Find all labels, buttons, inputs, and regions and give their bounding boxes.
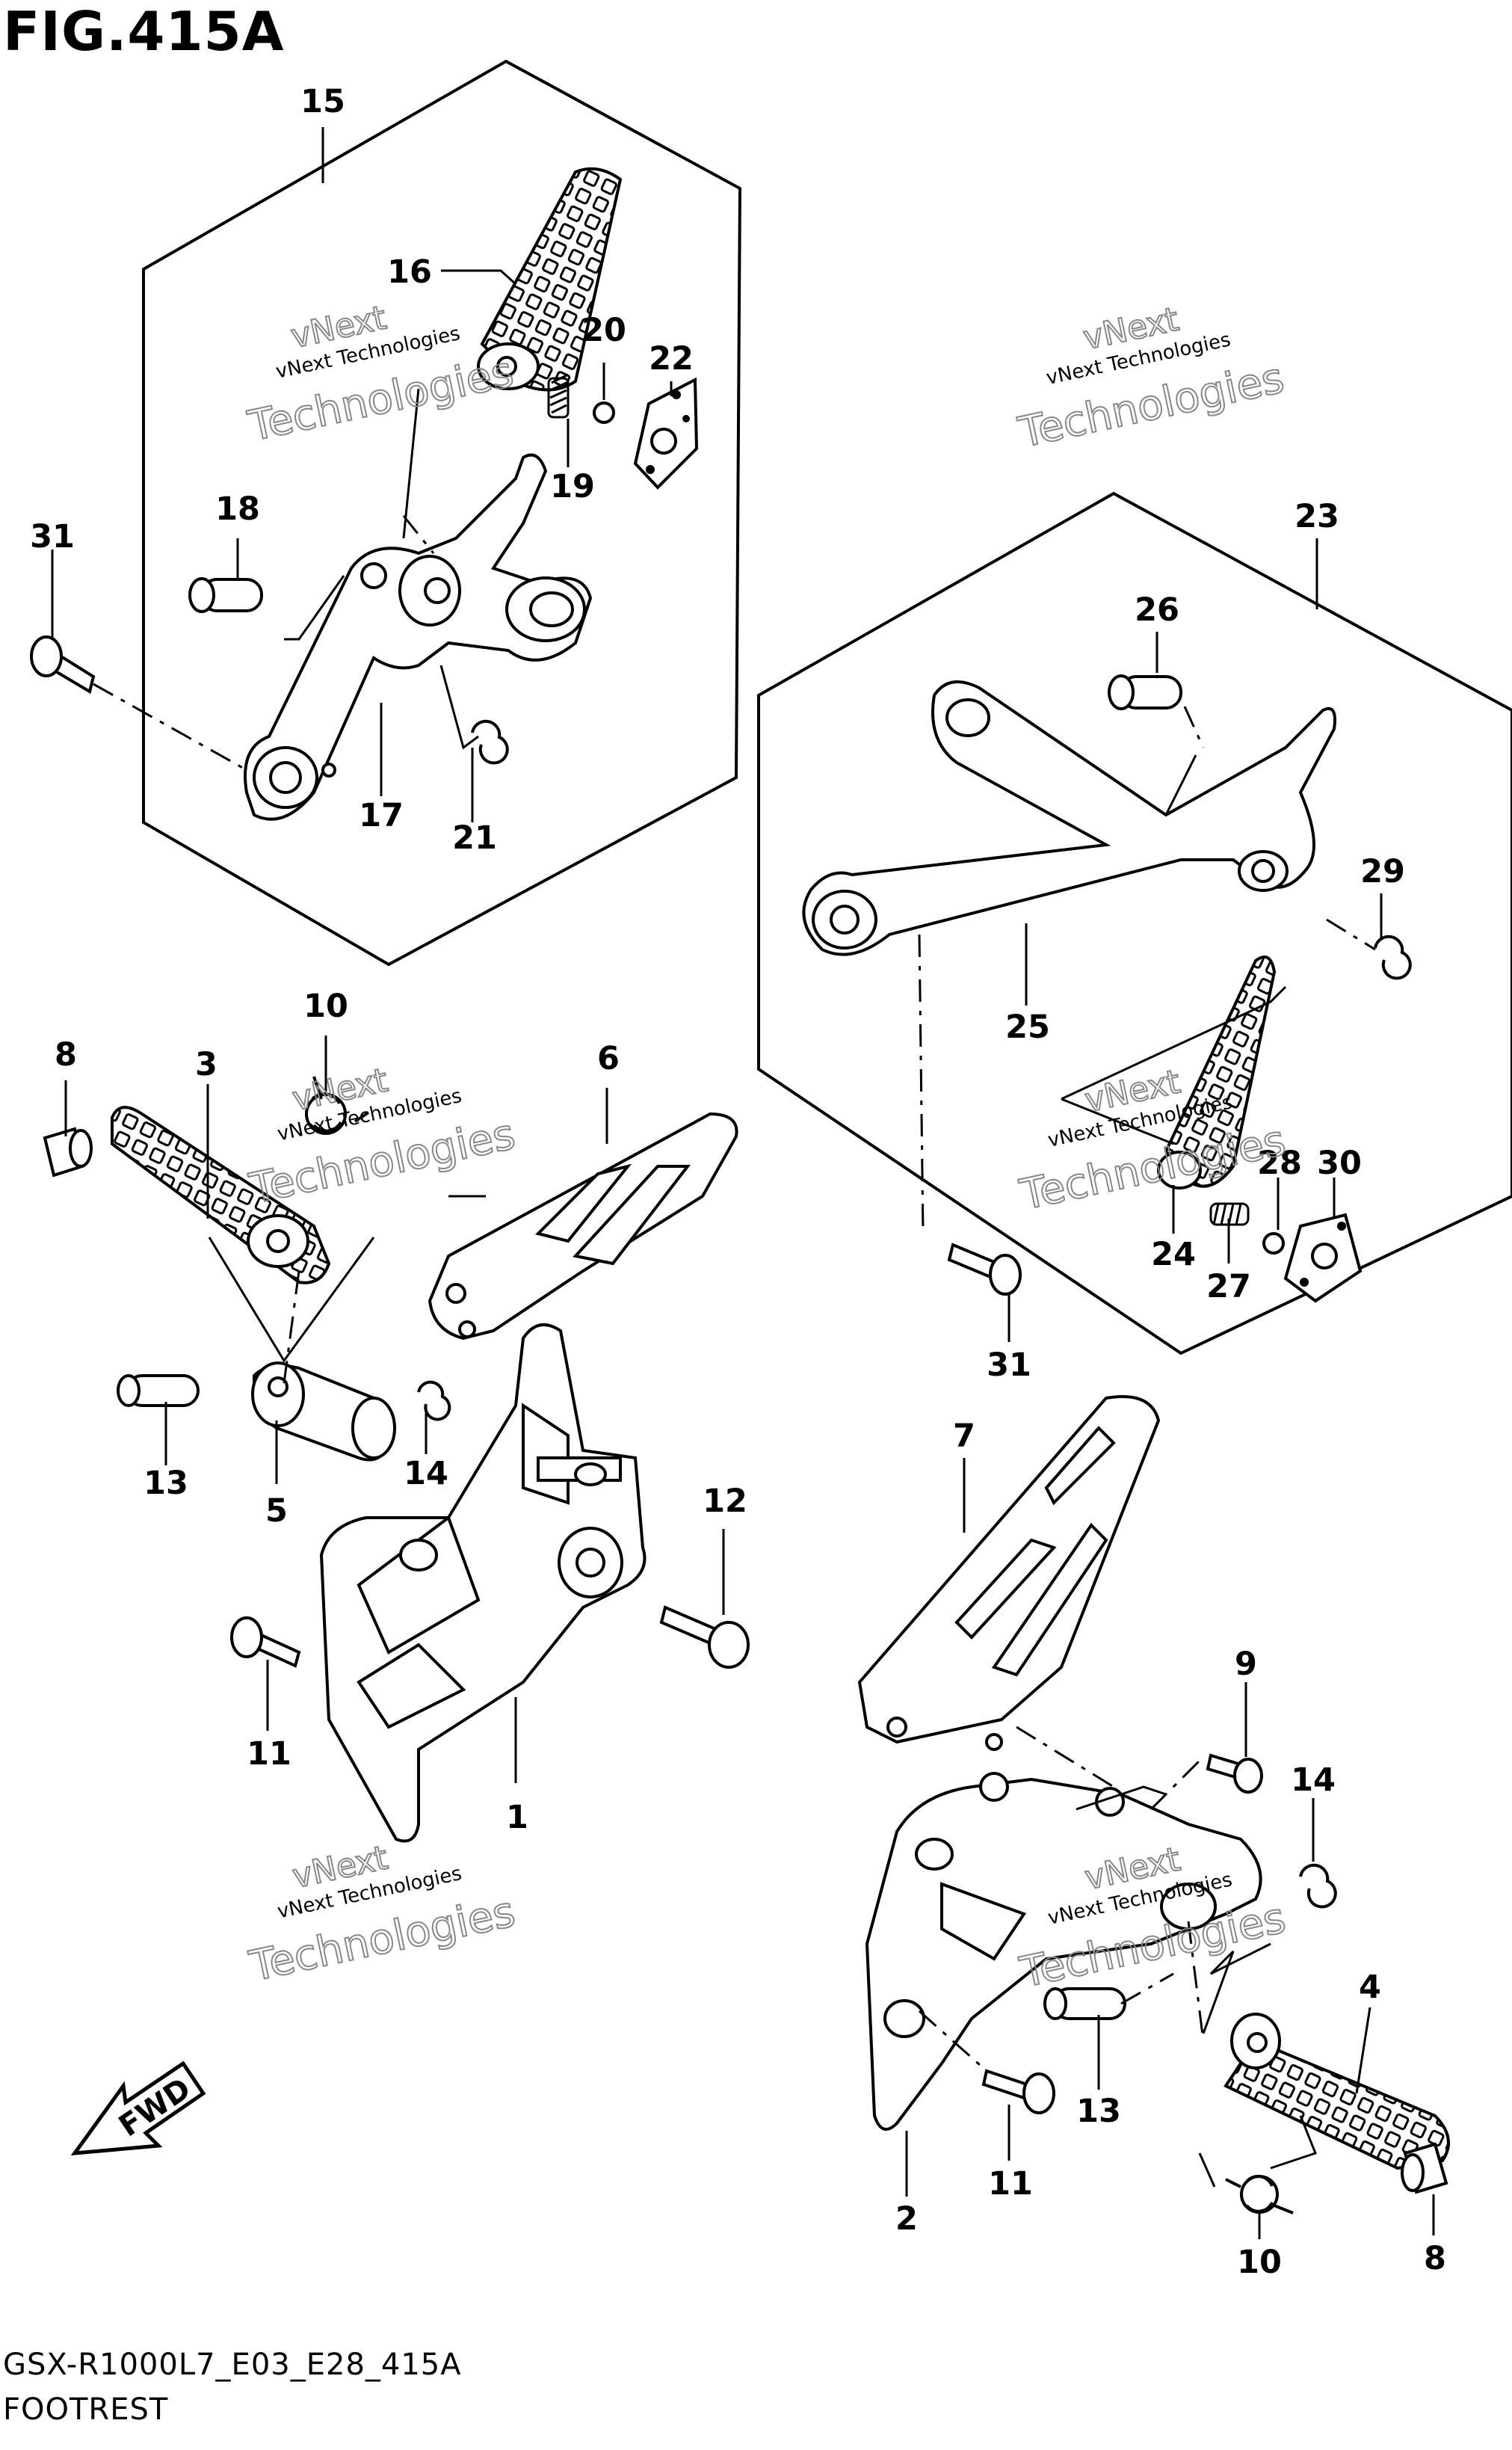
- callout-11-left: 11: [247, 1735, 291, 1773]
- callout-28: 28: [1257, 1145, 1302, 1182]
- part-26-pin: [1108, 674, 1182, 710]
- part-14-clip-right: [1299, 1863, 1337, 1909]
- model-code: GSX-R1000L7_E03_E28_415A: [3, 2348, 462, 2382]
- part-9-bolt: [1206, 1753, 1263, 1794]
- callout-10-left: 10: [303, 988, 348, 1025]
- part-5-holder: [251, 1361, 396, 1462]
- callout-31-upper: 31: [30, 518, 75, 555]
- callout-15: 15: [300, 83, 345, 120]
- callout-5: 5: [265, 1492, 288, 1530]
- leader-lines: [51, 127, 1435, 2239]
- callout-30: 30: [1317, 1145, 1362, 1182]
- callout-20: 20: [581, 312, 626, 349]
- callout-19: 19: [550, 468, 595, 505]
- watermark-5: vNext vNext Technologies Technologies: [244, 1838, 519, 1992]
- part-28-ball: [1262, 1232, 1285, 1255]
- callout-17: 17: [359, 797, 404, 834]
- part-11-bolt-right: [981, 2069, 1055, 2114]
- callout-6: 6: [597, 1040, 620, 1077]
- part-6-heel-guard: [428, 1112, 738, 1341]
- callout-13-right: 13: [1076, 2093, 1121, 2130]
- callout-11-right: 11: [988, 2165, 1033, 2203]
- part-17-bracket: [244, 453, 593, 821]
- callout-14-right: 14: [1291, 1761, 1336, 1799]
- callout-22: 22: [649, 340, 694, 378]
- callout-13-left: 13: [144, 1465, 188, 1502]
- callout-8-left: 8: [55, 1036, 77, 1074]
- callout-4: 4: [1359, 1969, 1381, 2006]
- callout-18: 18: [215, 490, 260, 528]
- part-19-spring: [547, 374, 570, 419]
- assembly-23-outline: [757, 491, 1512, 1355]
- callout-14-left: 14: [404, 1455, 448, 1492]
- callout-3: 3: [195, 1046, 217, 1083]
- part-3-footpeg: [111, 1106, 331, 1284]
- callout-10-right: 10: [1237, 2244, 1282, 2281]
- callout-27: 27: [1206, 1268, 1251, 1305]
- section-name: FOOTREST: [3, 2392, 169, 2427]
- callout-21: 21: [452, 819, 497, 857]
- assembly-lines: [93, 515, 1376, 2072]
- part-16-footpeg: [477, 167, 623, 392]
- part-8-nut-left: [43, 1127, 93, 1178]
- callout-numbers: 15 16 20 22 19 18 31 17 21 23 26 29 25 2…: [30, 83, 1446, 2281]
- part-10-spring-right: [1225, 2174, 1294, 2214]
- callout-1: 1: [506, 1799, 528, 1836]
- part-13-pin-left: [117, 1374, 200, 1407]
- guide-lines: [208, 388, 1317, 2188]
- part-7-heel-guard: [857, 1395, 1161, 1751]
- watermark-1: vNext vNext Technologies Technologies: [243, 298, 518, 452]
- callout-29: 29: [1360, 853, 1405, 890]
- part-2-footrest-bracket: [865, 1772, 1262, 2131]
- assembly-15-outline: [142, 59, 742, 967]
- callout-8-right: 8: [1424, 2240, 1446, 2277]
- callout-7: 7: [953, 1418, 975, 1455]
- part-18-pin: [188, 577, 263, 613]
- part-31-bolt-right: [947, 1243, 1022, 1296]
- callout-23: 23: [1295, 498, 1339, 535]
- part-4-footpeg: [1224, 2013, 1450, 2170]
- callout-2: 2: [895, 2200, 918, 2238]
- part-29-clip: [1374, 935, 1412, 980]
- part-12-bolt: [659, 1605, 750, 1669]
- part-20-ball: [593, 401, 615, 424]
- part-30-plate: [1283, 1213, 1363, 1303]
- callout-26: 26: [1135, 591, 1179, 629]
- part-25-rear-bracket: [802, 680, 1336, 956]
- part-31-bolt-upper: [30, 635, 96, 695]
- part-14-clip-left: [417, 1380, 451, 1421]
- callout-16: 16: [387, 253, 432, 291]
- callout-9: 9: [1235, 1646, 1257, 1683]
- part-1-footrest-bracket: [319, 1323, 647, 1843]
- part-21-clip: [471, 719, 509, 765]
- fwd-arrow: FWD: [70, 2060, 206, 2155]
- callout-31-right: 31: [987, 1346, 1031, 1384]
- part-22-plate: [633, 377, 699, 490]
- part-13-pin-right: [1043, 1987, 1126, 2020]
- part-11-bolt-left: [230, 1616, 301, 1668]
- figure-title: FIG.415A: [3, 0, 285, 63]
- part-8-nut-right: [1401, 2142, 1448, 2194]
- watermark-3: vNext vNext Technologies Technologies: [244, 1060, 519, 1214]
- callout-12: 12: [703, 1483, 747, 1520]
- callout-24: 24: [1151, 1236, 1196, 1273]
- part-24-rear-peg: [1157, 955, 1277, 1189]
- part-10-spring-left: [305, 1076, 370, 1135]
- watermark-2: vNext vNext Technologies Technologies: [1013, 300, 1289, 458]
- callout-25: 25: [1005, 1009, 1050, 1046]
